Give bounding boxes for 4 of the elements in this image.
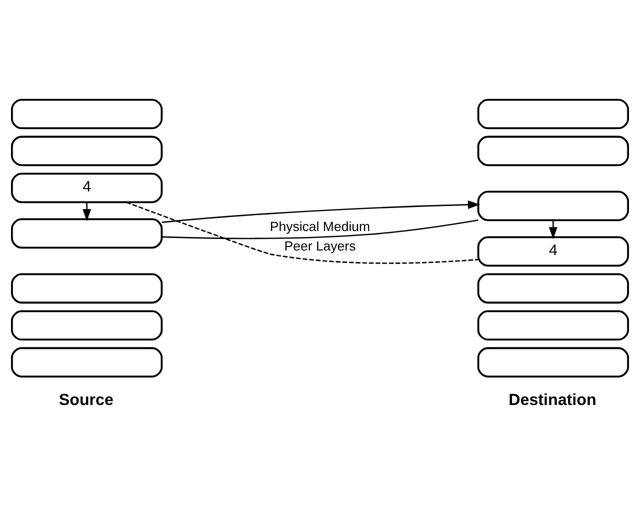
label: Destination <box>508 391 596 410</box>
edge-label: Peer Layers <box>284 238 356 254</box>
label: Source <box>58 391 114 410</box>
edge-label: Physical Medium <box>270 218 370 234</box>
